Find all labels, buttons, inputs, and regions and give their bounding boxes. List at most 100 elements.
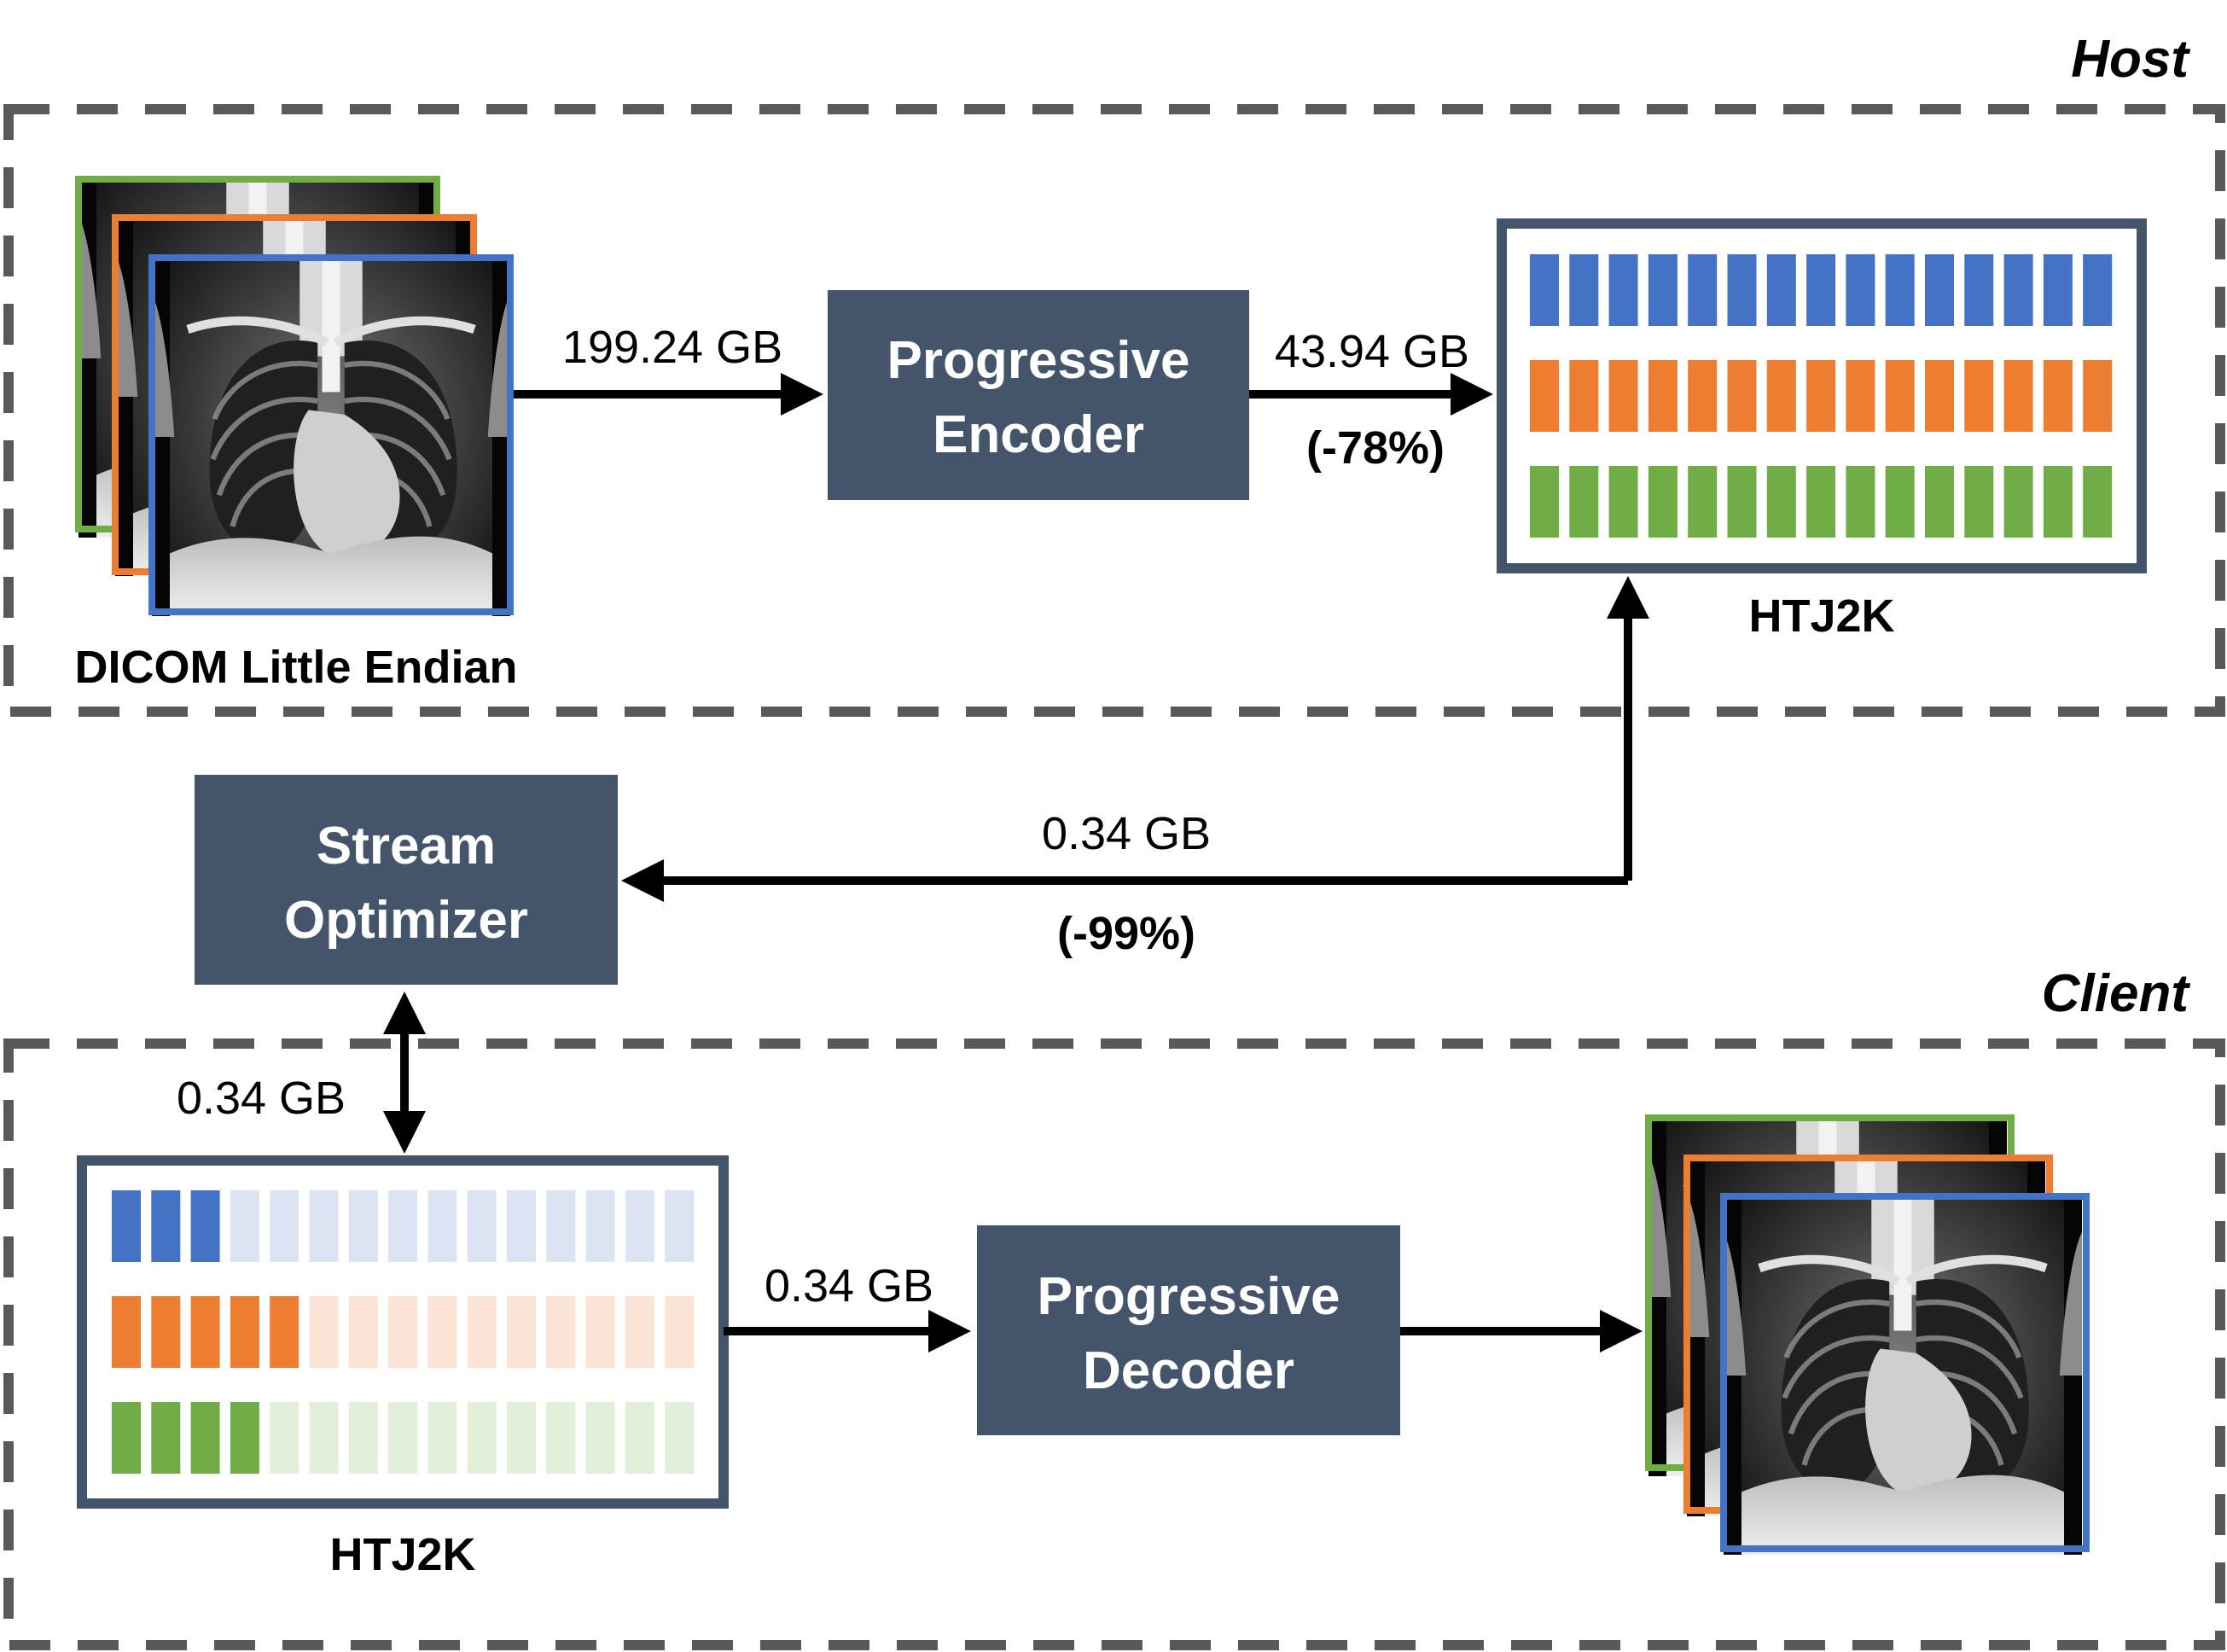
host-block-r2-c4 <box>1648 360 1678 432</box>
host-block-r2-c1 <box>1530 360 1559 432</box>
client-block-r2-c6 <box>309 1296 339 1368</box>
host-block-r3-c12 <box>1964 466 1994 538</box>
streamed-reduction-label: (-99%) <box>1057 908 1195 959</box>
client-block-r1-c7 <box>348 1190 378 1262</box>
dicom-label: DICOM Little Endian <box>75 642 518 693</box>
client-block-r2-c13 <box>585 1296 615 1368</box>
host-region-frame <box>3 104 2225 717</box>
host-block-r3-c11 <box>1925 466 1954 538</box>
host-htj2k-label: HTJ2K <box>1748 590 1894 642</box>
client-block-r2-c5 <box>270 1296 299 1368</box>
host-block-r1-c8 <box>1806 254 1836 326</box>
client-block-r3-c10 <box>467 1402 497 1474</box>
host-block-r2-c15 <box>2083 360 2113 432</box>
host-block-r2-c2 <box>1569 360 1599 432</box>
decoder-label-line2: Decoder <box>1083 1341 1294 1400</box>
host-block-r2-c5 <box>1688 360 1718 432</box>
client-block-r2-c7 <box>348 1296 378 1368</box>
client-htj2k-blocks <box>112 1190 695 1474</box>
client-block-r1-c12 <box>546 1190 576 1262</box>
host-block-r3-c5 <box>1688 466 1718 538</box>
decoder-label-line1: Progressive <box>1038 1267 1340 1326</box>
host-block-r2-c11 <box>1925 360 1954 432</box>
client-block-r2-c4 <box>230 1296 259 1368</box>
host-block-r3-c3 <box>1608 466 1638 538</box>
client-block-r1-c6 <box>309 1190 339 1262</box>
client-block-r3-c7 <box>348 1402 378 1474</box>
client-block-r1-c3 <box>190 1190 220 1262</box>
host-block-r2-c12 <box>1964 360 1994 432</box>
host-block-r1-c7 <box>1766 254 1796 326</box>
host-block-r3-c4 <box>1648 466 1678 538</box>
host-block-r2-c8 <box>1806 360 1836 432</box>
received-size-label: 0.34 GB <box>177 1073 346 1124</box>
client-block-r1-c11 <box>507 1190 536 1262</box>
output-image-stack <box>1648 1118 2090 1555</box>
stream-optimizer-box: Stream Optimizer <box>195 775 618 985</box>
client-block-r3-c11 <box>507 1402 536 1474</box>
host-block-r3-c14 <box>2043 466 2073 538</box>
decoder-input-size-label: 0.34 GB <box>765 1260 933 1312</box>
host-block-r2-c10 <box>1885 360 1915 432</box>
client-block-r3-c14 <box>625 1402 654 1474</box>
client-block-r2-c12 <box>546 1296 576 1368</box>
host-block-r1-c1 <box>1530 254 1559 326</box>
encoder-label-line1: Progressive <box>887 331 1190 390</box>
client-block-r2-c3 <box>190 1296 220 1368</box>
client-region-frame <box>3 1038 2225 1650</box>
client-block-r2-c1 <box>112 1296 141 1368</box>
host-block-r1-c12 <box>1964 254 1994 326</box>
client-block-r3-c8 <box>388 1402 418 1474</box>
client-block-r1-c9 <box>427 1190 457 1262</box>
host-region-label: Host <box>2071 30 2190 89</box>
xray-image-blue <box>152 258 510 616</box>
host-block-r1-c13 <box>2003 254 2033 326</box>
host-htj2k-blocks <box>1530 254 2113 538</box>
host-block-r1-c14 <box>2043 254 2073 326</box>
client-block-r3-c1 <box>112 1402 141 1474</box>
host-block-r1-c5 <box>1688 254 1718 326</box>
host-block-r1-c11 <box>1925 254 1954 326</box>
host-block-r1-c4 <box>1648 254 1678 326</box>
client-block-r1-c14 <box>625 1190 654 1262</box>
host-block-r3-c10 <box>1885 466 1915 538</box>
encoder-label-line2: Encoder <box>933 405 1144 464</box>
host-block-r1-c3 <box>1608 254 1638 326</box>
client-block-r1-c13 <box>585 1190 615 1262</box>
source-size-label: 199.24 GB <box>562 322 782 373</box>
host-block-r3-c9 <box>1846 466 1875 538</box>
client-block-r3-c2 <box>151 1402 181 1474</box>
host-block-r3-c8 <box>1806 466 1836 538</box>
host-block-r2-c3 <box>1608 360 1638 432</box>
host-block-r1-c9 <box>1846 254 1875 326</box>
client-block-r1-c2 <box>151 1190 181 1262</box>
host-block-r2-c14 <box>2043 360 2073 432</box>
client-block-r1-c10 <box>467 1190 497 1262</box>
client-block-r2-c10 <box>467 1296 497 1368</box>
client-htj2k-label: HTJ2K <box>329 1529 475 1580</box>
progressive-encoder-box: Progressive Encoder <box>828 290 1249 500</box>
encoded-reduction-label: (-78%) <box>1306 422 1445 474</box>
host-block-r1-c10 <box>1885 254 1915 326</box>
host-block-r1-c15 <box>2083 254 2113 326</box>
client-block-r2-c14 <box>625 1296 654 1368</box>
client-block-r2-c15 <box>665 1296 695 1368</box>
host-block-r2-c7 <box>1766 360 1796 432</box>
host-block-r3-c15 <box>2083 466 2113 538</box>
client-block-r3-c5 <box>270 1402 299 1474</box>
client-block-r2-c2 <box>151 1296 181 1368</box>
optimizer-label-line1: Stream <box>317 817 496 875</box>
streamed-size-label: 0.34 GB <box>1042 808 1211 859</box>
client-block-r1-c8 <box>388 1190 418 1262</box>
client-block-r2-c9 <box>427 1296 457 1368</box>
host-block-r1-c6 <box>1727 254 1757 326</box>
host-block-r2-c6 <box>1727 360 1757 432</box>
client-block-r1-c15 <box>665 1190 695 1262</box>
client-block-r1-c4 <box>230 1190 259 1262</box>
client-block-r1-c1 <box>112 1190 141 1262</box>
host-block-r3-c6 <box>1727 466 1757 538</box>
host-block-r2-c9 <box>1846 360 1875 432</box>
encoded-size-label: 43.94 GB <box>1275 326 1469 377</box>
host-block-r3-c2 <box>1569 466 1599 538</box>
